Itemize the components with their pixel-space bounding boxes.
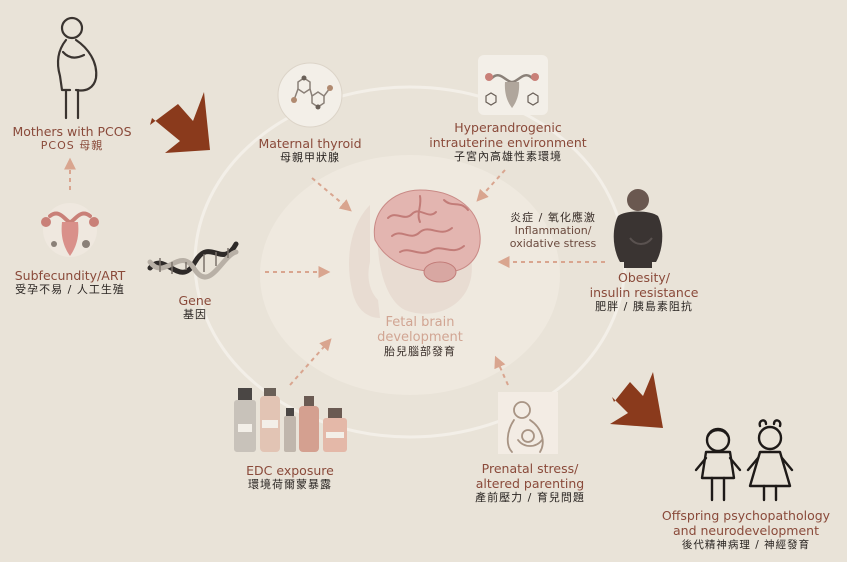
hyperandrogenic-en-2: intrauterine environment [429,134,587,150]
obese-woman-icon [613,189,663,268]
dashed-arrow-edc [289,338,332,386]
dna-icon [147,241,239,280]
subfecundity-en: Subfecundity/ART [14,268,126,283]
maternal-thyroid-en: Maternal thyroid [258,136,362,151]
obesity-en-2: insulin resistance [589,284,699,300]
dashed-arrow-prenatal [494,355,509,386]
fetal-brain-en-1: Fetal brain [385,315,455,330]
offspring-en-2: and neurodevelopment [673,522,819,538]
inflammation-en-2: oxidative stress [509,236,597,250]
fetal-brain-zh: 胎兒腦部發育 [384,344,456,358]
maternal-thyroid-zh: 母親甲狀腺 [280,150,340,164]
gene-zh: 基因 [183,307,207,321]
node-hyperandrogenic: Hyperandrogenic intrauterine environment… [418,120,598,163]
brain-head-icon [349,189,481,318]
inflammation-zh: 炎症 / 氧化應激 [510,211,596,224]
edc-zh: 環境荷爾蒙暴露 [248,477,332,491]
prenatal-zh: 產前壓力 / 育兒問題 [475,490,585,504]
edc-bottles-icon [234,388,347,452]
dashed-arrow-hyperandrogenic [476,169,506,202]
prenatal-en-1: Prenatal stress/ [481,461,579,476]
node-prenatal: Prenatal stress/ altered parenting 產前壓力 … [455,461,605,504]
offspring-zh: 後代精神病理 / 神經發育 [681,538,811,551]
pregnant-woman-icon [56,16,98,120]
mothers-pcos-zh: PCOS 母親 [40,138,104,152]
inflammation-en-1: Inflammation/ [514,223,592,237]
uterus-icon [41,203,99,257]
thyroid-molecule-icon [277,62,343,128]
node-obesity: Obesity/ insulin resistance 肥胖 / 胰島素阻抗 [574,270,714,313]
node-mothers-pcos: Mothers with PCOS PCOS 母親 [2,124,142,153]
mothers-pcos-en: Mothers with PCOS [12,124,132,139]
subfecundity-zh: 受孕不易 / 人工生殖 [15,282,125,296]
prenatal-en-2: altered parenting [475,475,585,491]
offspring-en-1: Offspring psychopathology [661,508,831,523]
fetal-brain-en-2: development [377,330,463,346]
hyperandrogenic-en-1: Hyperandrogenic [454,120,562,135]
big-arrow-right [610,372,663,428]
big-arrow-left [150,92,210,153]
node-inflammation: 炎症 / 氧化應激 Inflammation/ oxidative stress [498,211,608,251]
node-maternal-thyroid: Maternal thyroid 母親甲狀腺 [240,136,380,165]
node-subfecundity: Subfecundity/ART 受孕不易 / 人工生殖 [0,268,140,297]
mother-baby-icon [498,392,558,454]
node-offspring: Offspring psychopathology and neurodevel… [648,508,844,551]
gene-en: Gene [178,293,212,308]
node-fetal-brain: Fetal brain development 胎兒腦部發育 [360,315,480,359]
obesity-zh: 肥胖 / 胰島素阻抗 [595,299,693,313]
obesity-en-1: Obesity/ [618,270,670,285]
uterus-hormone-icon [478,55,548,115]
node-edc: EDC exposure 環境荷爾蒙暴露 [220,463,360,492]
dashed-arrow-thyroid [311,177,352,212]
hyperandrogenic-zh: 子宮內高雄性素環境 [454,149,562,163]
children-icon [694,419,794,502]
node-gene: Gene 基因 [160,293,230,322]
edc-en: EDC exposure [246,463,334,478]
